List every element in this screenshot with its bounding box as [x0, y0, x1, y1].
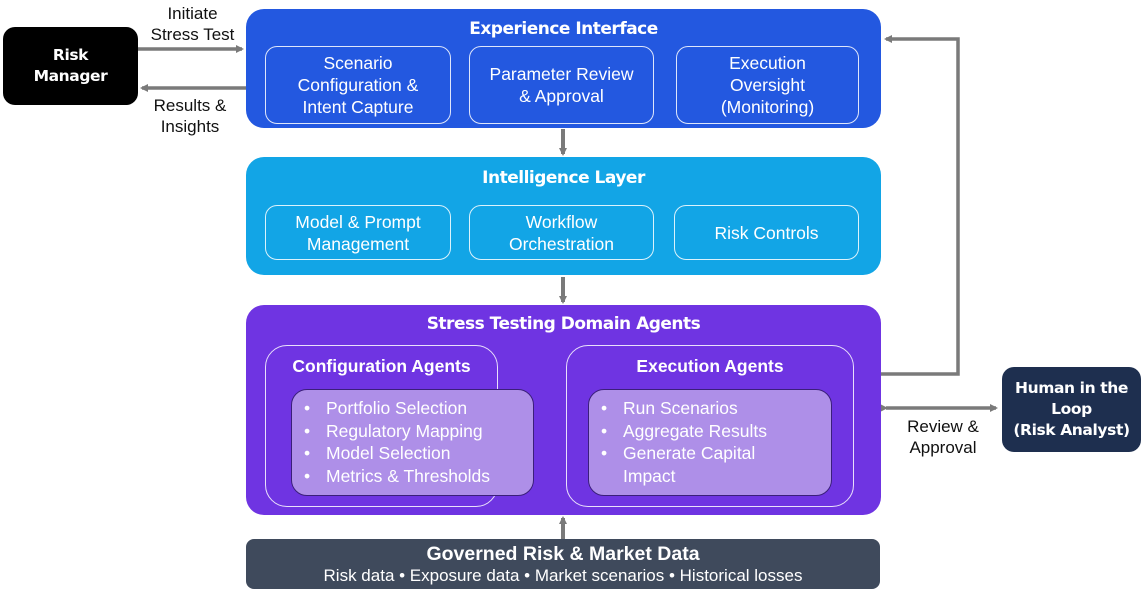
- scenario-configuration-box: Scenario Configuration & Intent Capture: [265, 46, 451, 124]
- agent-item: Run Scenarios: [601, 397, 831, 420]
- agent-item: Metrics & Thresholds: [304, 465, 533, 488]
- initiate-stress-test-label: Initiate Stress Test: [150, 4, 235, 44]
- domain-agents-layer: Stress Testing Domain Agents Configurati…: [246, 305, 881, 515]
- domain-agents-title: Stress Testing Domain Agents: [426, 314, 701, 334]
- configuration-agents-group: Configuration Agents Portfolio Selection…: [265, 345, 534, 507]
- human-in-the-loop-label: Human in the Loop (Risk Analyst): [1013, 379, 1130, 439]
- intelligence-layer-title: Intelligence Layer: [482, 168, 645, 188]
- model-prompt-management-box: Model & Prompt Management: [265, 205, 451, 260]
- execution-oversight-box: Execution Oversight (Monitoring): [676, 46, 859, 124]
- workflow-orchestration-box: Workflow Orchestration: [469, 205, 654, 260]
- results-insights-label: Results & Insights: [153, 96, 227, 136]
- agent-item: Portfolio Selection: [304, 397, 533, 420]
- experience-interface-layer: Experience Interface Scenario Configurat…: [246, 9, 881, 128]
- agent-item: Generate Capital Impact: [601, 442, 831, 487]
- governed-data-layer: Governed Risk & Market Data Risk data • …: [246, 539, 880, 589]
- arrow-feedback-loop: [880, 35, 960, 376]
- governed-data-title: Governed Risk & Market Data: [426, 543, 700, 565]
- human-in-the-loop-node: Human in the Loop (Risk Analyst): [1002, 367, 1141, 452]
- risk-manager-label: Risk Manager: [33, 46, 108, 85]
- risk-controls-box: Risk Controls: [674, 205, 859, 260]
- intelligence-layer: Intelligence Layer Model & Prompt Manage…: [246, 157, 881, 275]
- execution-agents-group: Execution Agents Run Scenarios Aggregate…: [566, 345, 854, 507]
- configuration-agents-list: Portfolio Selection Regulatory Mapping M…: [291, 389, 534, 496]
- agent-item: Regulatory Mapping: [304, 420, 533, 443]
- parameter-review-box: Parameter Review & Approval: [469, 46, 654, 124]
- governed-data-subtitle: Risk data • Exposure data • Market scena…: [323, 566, 803, 585]
- configuration-agents-title: Configuration Agents: [292, 356, 471, 376]
- risk-manager-node: Risk Manager: [3, 27, 138, 105]
- execution-agents-title: Execution Agents: [636, 356, 784, 376]
- review-approval-label: Review & Approval: [907, 417, 979, 457]
- experience-interface-title: Experience Interface: [469, 19, 658, 39]
- agent-item: Aggregate Results: [601, 420, 831, 443]
- agent-item: Model Selection: [304, 442, 533, 465]
- execution-agents-list: Run Scenarios Aggregate Results Generate…: [588, 389, 832, 496]
